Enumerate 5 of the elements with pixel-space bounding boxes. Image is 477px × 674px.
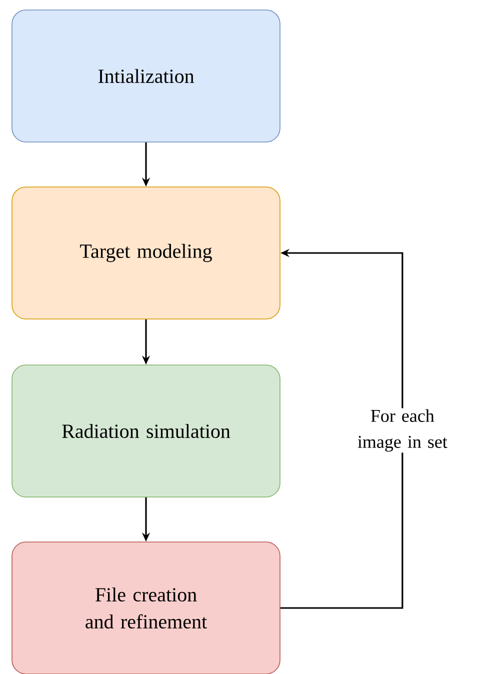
process-box: File creation and refinement	[12, 542, 280, 674]
process-box: Radiation simulation	[12, 364, 280, 498]
edge-label: For each image in set	[342, 408, 462, 453]
process-box: Target modeling	[12, 186, 280, 320]
process-box: Intialization	[12, 10, 280, 142]
